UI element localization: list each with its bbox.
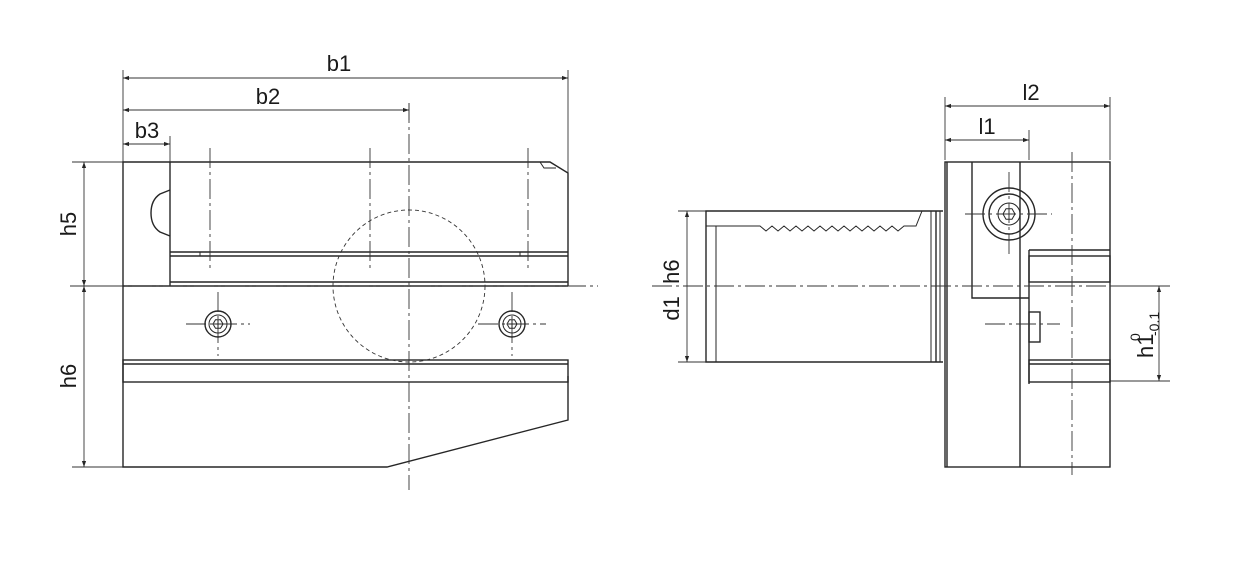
locking-pin (150, 189, 171, 237)
front-dimension-lines (81, 75, 568, 467)
side-extension-lines (678, 97, 1170, 382)
front-view: b1 b2 b3 h5 h6 (56, 51, 598, 490)
side-dimension-lines (684, 103, 1162, 381)
label-b3: b3 (135, 118, 159, 143)
label-b1: b1 (327, 51, 351, 76)
label-l1: l1 (978, 114, 995, 139)
label-h1-tol-lower: -0.1 (1146, 312, 1162, 336)
front-body-outline (122, 161, 569, 468)
label-l2: l2 (1022, 80, 1039, 105)
label-d1-h6: d1 h6 (659, 259, 684, 320)
label-b2: b2 (256, 84, 280, 109)
shank (705, 210, 943, 363)
top-chamfer (539, 161, 556, 169)
label-h5: h5 (56, 212, 81, 236)
label-h1-tol-upper: 0 (1127, 333, 1143, 341)
side-view: l2 l1 d1 h6 h1 0 -0.1 (652, 80, 1172, 475)
left-screw-icon (204, 310, 232, 338)
side-center-lines (652, 152, 1172, 475)
label-h1-tolerance: h1 0 -0.1 (1127, 312, 1162, 358)
label-h6: h6 (56, 364, 81, 388)
upper-rail-details (199, 252, 521, 256)
right-screw-icon (498, 310, 526, 338)
label-h1: h1 (1133, 334, 1158, 358)
serration-teeth (716, 210, 923, 232)
